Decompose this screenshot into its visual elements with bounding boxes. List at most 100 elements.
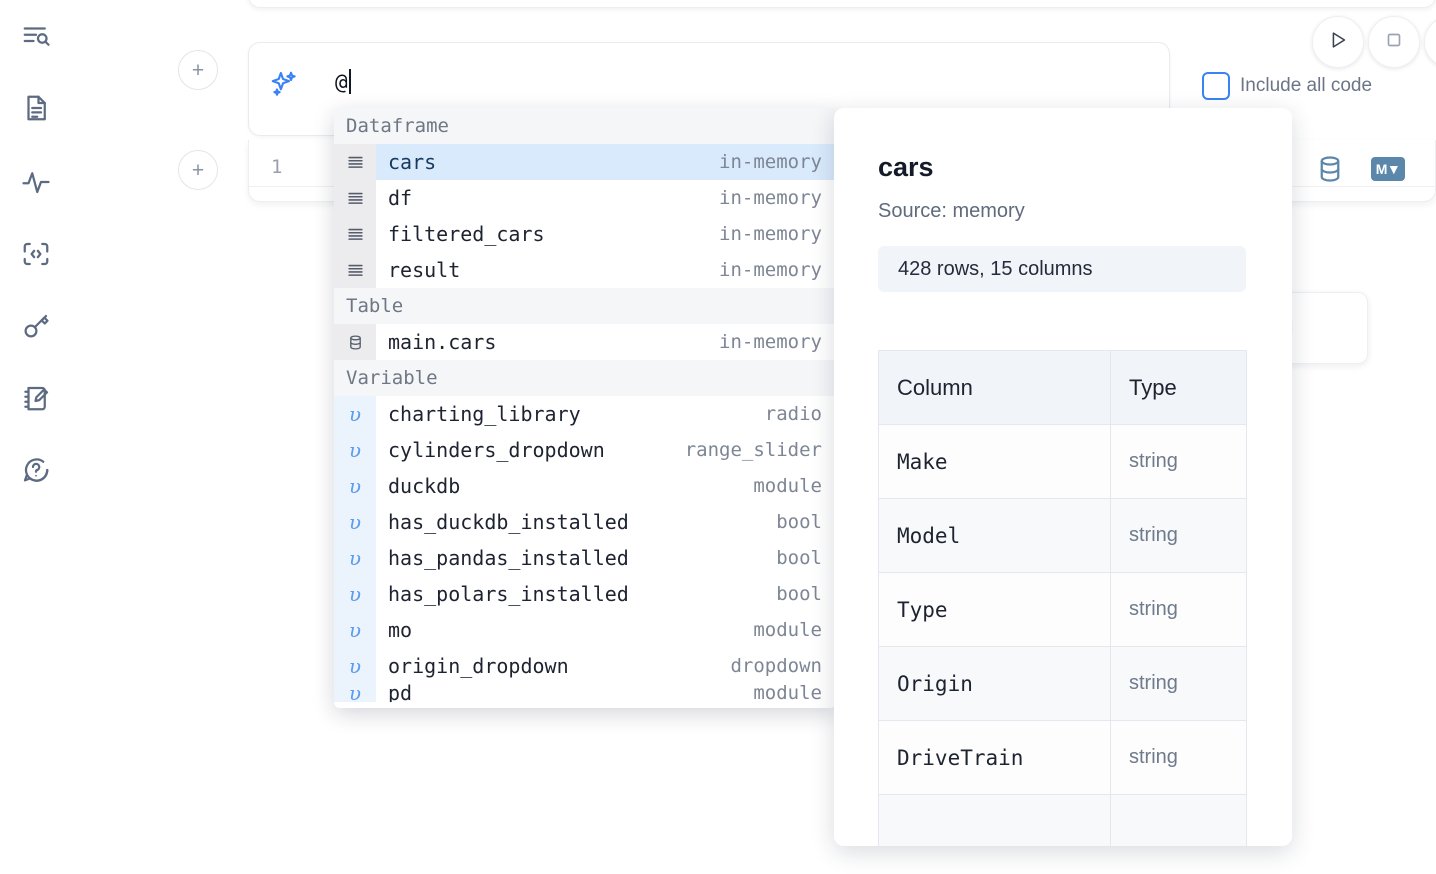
code-snippet-icon bbox=[21, 239, 51, 269]
sidebar-item-snippets[interactable] bbox=[14, 232, 58, 276]
completion-option-type: in-memory bbox=[719, 151, 822, 173]
add-cell-button-top[interactable]: + bbox=[178, 50, 218, 90]
run-cell-button[interactable] bbox=[1312, 16, 1364, 68]
completion-option-name: result bbox=[388, 258, 461, 282]
completion-option-name: has_pandas_installed bbox=[388, 546, 629, 570]
schema-column-type: string bbox=[1110, 498, 1247, 573]
ai-bar-actions: Include all code bbox=[1170, 16, 1436, 136]
plus-icon: + bbox=[191, 158, 205, 182]
schema-column-name bbox=[878, 794, 1111, 846]
completion-option-type: bool bbox=[776, 511, 822, 533]
variable-icon: υ bbox=[334, 504, 376, 540]
document-icon bbox=[21, 93, 51, 123]
key-icon bbox=[21, 311, 51, 341]
preview-stats: 428 rows, 15 columns bbox=[878, 246, 1246, 292]
plus-icon: + bbox=[191, 58, 205, 82]
schema-column-type: string bbox=[1110, 572, 1247, 647]
schema-column-name: Model bbox=[878, 498, 1111, 573]
dataframe-icon bbox=[334, 180, 376, 216]
markdown-label: M bbox=[1375, 161, 1388, 177]
completion-option-type: in-memory bbox=[719, 259, 822, 281]
ai-prompt-input[interactable]: @ bbox=[335, 69, 351, 94]
schema-column-name: Make bbox=[878, 424, 1111, 499]
database-icon bbox=[334, 324, 376, 360]
completion-option-name: df bbox=[388, 186, 413, 210]
schema-column-name: Type bbox=[878, 572, 1111, 647]
sidebar-item-help[interactable] bbox=[14, 448, 58, 492]
completion-option-type: module bbox=[753, 684, 822, 702]
variable-icon: υ bbox=[334, 396, 376, 432]
completion-option[interactable]: df in-memory bbox=[334, 180, 836, 216]
column-header: Column bbox=[878, 350, 1111, 425]
dataframe-icon bbox=[334, 252, 376, 288]
sidebar-item-outline[interactable] bbox=[14, 14, 58, 58]
database-icon[interactable] bbox=[1315, 154, 1345, 184]
chat-question-icon bbox=[21, 455, 51, 485]
completion-group-header: Table bbox=[334, 288, 836, 324]
variable-icon: υ bbox=[334, 576, 376, 612]
sidebar-item-secrets[interactable] bbox=[14, 304, 58, 348]
completion-option-type: in-memory bbox=[719, 331, 822, 353]
completion-preview-panel: cars Source: memory 428 rows, 15 columns… bbox=[834, 108, 1292, 846]
completion-group-header: Variable bbox=[334, 360, 836, 396]
notebook-edit-icon bbox=[21, 383, 51, 413]
completion-option-name: mo bbox=[388, 618, 413, 642]
completion-option-name: cylinders_dropdown bbox=[388, 438, 605, 462]
completion-option-type: in-memory bbox=[719, 223, 822, 245]
sidebar-item-documentation[interactable] bbox=[14, 86, 58, 130]
stop-cell-button[interactable] bbox=[1368, 16, 1420, 68]
more-actions-button[interactable] bbox=[1424, 16, 1436, 68]
sidebar-item-scratchpad[interactable] bbox=[14, 376, 58, 420]
include-all-code-row[interactable]: Include all code bbox=[1202, 72, 1372, 100]
completion-option-name: main.cars bbox=[388, 330, 497, 354]
completion-option-type: module bbox=[753, 475, 822, 497]
completion-option-name: charting_library bbox=[388, 402, 581, 426]
completion-option-type: range_slider bbox=[684, 439, 822, 461]
variable-icon: υ bbox=[334, 612, 376, 648]
completion-option-type: in-memory bbox=[719, 187, 822, 209]
table-header-row: Column Type bbox=[878, 350, 1247, 425]
text-cursor bbox=[348, 69, 351, 94]
activity-icon bbox=[21, 167, 51, 197]
dataframe-icon bbox=[334, 216, 376, 252]
schema-column-name: Origin bbox=[878, 646, 1111, 721]
add-cell-button-bottom[interactable]: + bbox=[178, 150, 218, 190]
cell-type-actions: M▼ bbox=[1315, 154, 1405, 184]
completion-option-name: filtered_cars bbox=[388, 222, 545, 246]
schema-column-name: DriveTrain bbox=[878, 720, 1111, 795]
schema-column-type: string bbox=[1110, 720, 1247, 795]
outline-search-icon bbox=[21, 21, 51, 51]
sidebar-item-activity[interactable] bbox=[14, 160, 58, 204]
include-all-code-checkbox[interactable] bbox=[1202, 72, 1230, 100]
preview-title: cars bbox=[878, 152, 934, 182]
completion-option-type: module bbox=[753, 619, 822, 641]
completion-option[interactable]: result in-memory bbox=[334, 252, 836, 288]
completion-option[interactable]: filtered_cars in-memory bbox=[334, 216, 836, 252]
completion-option[interactable]: main.cars in-memory bbox=[334, 324, 836, 360]
completion-option-name: pd bbox=[388, 684, 413, 702]
schema-column-type: string bbox=[1110, 424, 1247, 499]
completion-option-name: has_polars_installed bbox=[388, 582, 629, 606]
variable-icon: υ bbox=[334, 684, 376, 702]
type-header: Type bbox=[1110, 350, 1247, 425]
markdown-icon[interactable]: M▼ bbox=[1371, 157, 1405, 181]
completion-group-header: Dataframe bbox=[334, 108, 836, 144]
